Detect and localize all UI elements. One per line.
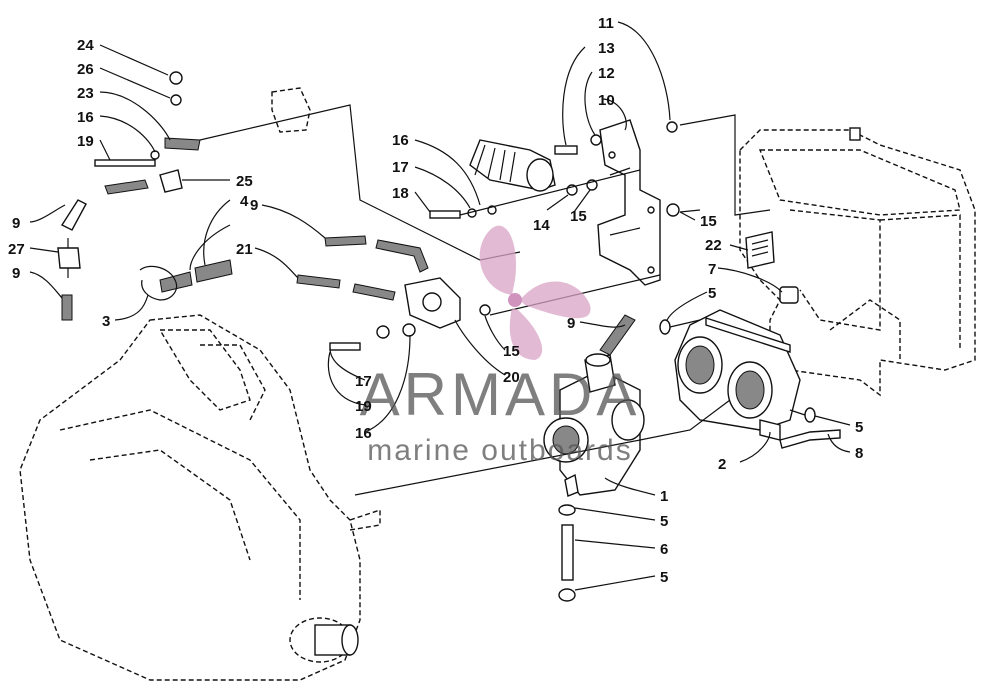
callout-5: 5 — [660, 569, 668, 586]
hoses — [296, 235, 429, 301]
armada-watermark: ARMADA marine outboards — [360, 225, 641, 467]
callout-labels: 24 26 23 16 19 25 9 27 9 3 4 21 9 16 17 … — [8, 15, 863, 586]
label-plate — [745, 231, 775, 269]
callout-25: 25 — [236, 173, 253, 190]
callout-17: 17 — [392, 159, 409, 176]
callout-26: 26 — [77, 61, 94, 78]
springs-clamp — [139, 259, 233, 301]
callout-16: 16 — [392, 132, 409, 149]
leader-lines — [29, 21, 851, 591]
callout-10: 10 — [598, 92, 615, 109]
callout-7: 7 — [708, 261, 716, 278]
callout-20: 20 — [503, 369, 520, 386]
callout-9: 9 — [12, 215, 20, 232]
engine-outline — [19, 314, 381, 681]
bracket-bolts — [429, 121, 680, 219]
relay-box — [271, 87, 311, 133]
callout-14: 14 — [533, 217, 550, 234]
callout-13: 13 — [598, 40, 615, 57]
fuel-pump — [329, 277, 491, 351]
callout-9: 9 — [250, 197, 258, 214]
carburetor — [543, 314, 645, 497]
callout-12: 12 — [598, 65, 615, 82]
callout-22: 22 — [705, 237, 722, 254]
callout-27: 27 — [8, 241, 25, 258]
watermark-tagline: marine outboards — [367, 434, 632, 467]
callout-19: 19 — [77, 133, 94, 150]
propeller-logo-icon — [479, 225, 591, 360]
callout-23: 23 — [77, 85, 94, 102]
clip-part — [779, 286, 799, 304]
callout-18: 18 — [392, 185, 409, 202]
fuel-fittings — [57, 71, 201, 321]
callout-11: 11 — [598, 15, 614, 32]
callout-19: 19 — [355, 398, 372, 415]
air-box — [739, 127, 976, 397]
callout-4: 4 — [240, 193, 249, 210]
watermark-brand: ARMADA — [360, 361, 641, 428]
intake-silencer — [674, 309, 801, 441]
callout-5: 5 — [855, 419, 863, 436]
callout-5: 5 — [660, 513, 668, 530]
callout-5: 5 — [708, 285, 716, 302]
strap-part — [779, 429, 841, 449]
callout-21: 21 — [236, 241, 253, 258]
callout-1: 1 — [660, 488, 668, 505]
callout-3: 3 — [102, 313, 110, 330]
electric-pump — [469, 139, 556, 192]
callout-6: 6 — [660, 541, 668, 558]
drain-hose — [558, 504, 576, 602]
callout-15: 15 — [503, 343, 520, 360]
callout-15: 15 — [570, 208, 587, 225]
callout-24: 24 — [77, 37, 94, 54]
mounting-bracket — [597, 119, 661, 286]
callout-16: 16 — [355, 425, 372, 442]
screw-parts — [659, 319, 816, 423]
callout-17: 17 — [355, 373, 372, 390]
callout-15: 15 — [700, 213, 717, 230]
callout-8: 8 — [855, 445, 863, 462]
callout-9: 9 — [567, 315, 575, 332]
callout-2: 2 — [718, 456, 726, 473]
callout-16: 16 — [77, 109, 94, 126]
callout-9: 9 — [12, 265, 20, 282]
